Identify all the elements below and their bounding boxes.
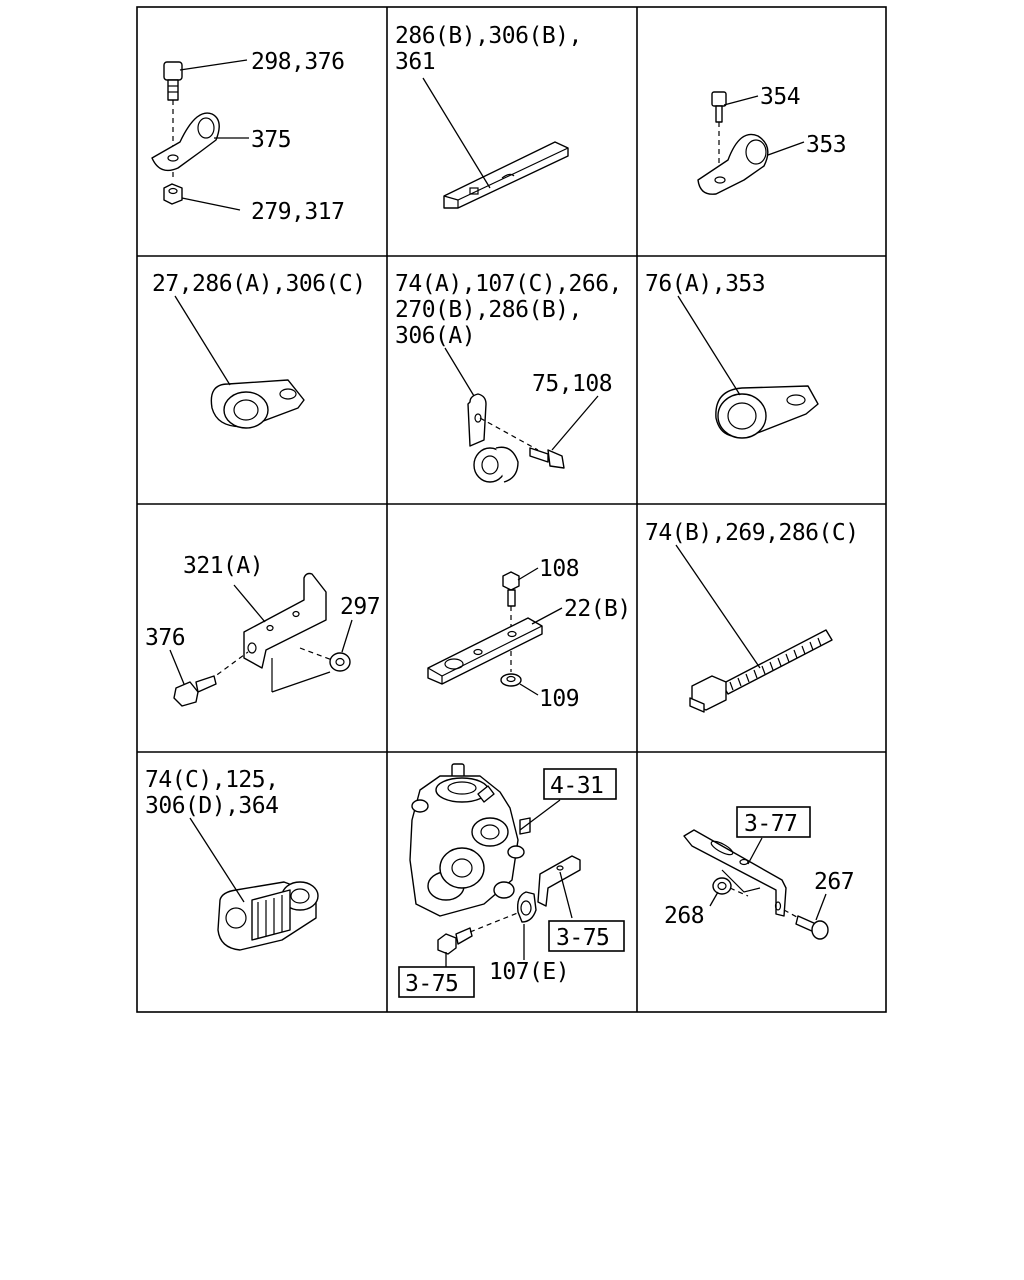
cell-r4c1: 74(C),125, 306(D),364	[145, 767, 319, 951]
flange-nut-part	[712, 877, 732, 895]
callout-label: 375	[251, 127, 291, 153]
small-bolt-part	[711, 91, 727, 123]
cell-r2c3: 76(A),353	[645, 271, 819, 439]
callout-label: 321(A)	[183, 553, 263, 579]
cell-r4c3: 3-77 268 267	[664, 806, 855, 940]
callout-label: 75,108	[532, 371, 612, 397]
callout-label: 297	[340, 594, 380, 620]
callout-label: 74(C),125,	[145, 767, 278, 793]
callout-label: 108	[539, 556, 579, 582]
cell-r2c1: 27,286(A),306(C)	[152, 271, 366, 429]
injection-pump-assembly	[409, 763, 531, 917]
callout-label: 286(B),306(B),	[395, 23, 582, 49]
cushion-clamp-part	[217, 881, 319, 951]
flange-bolt-part	[173, 675, 217, 707]
reference-box[interactable]	[398, 966, 475, 998]
reference-label[interactable]: 3-77	[744, 811, 798, 837]
callout-label: 27,286(A),306(C)	[152, 271, 366, 297]
cable-tie-part	[689, 629, 833, 713]
callout-label: 306(D),364	[145, 793, 278, 819]
cell-r3c1: 321(A) 297 376	[145, 553, 381, 707]
cell-r4c2: 4-31 3-75 3-75 107(E)	[398, 763, 625, 998]
cell-r1c3: 354 353	[697, 84, 847, 195]
pump-bracket-part	[537, 855, 581, 907]
callout-label: 107(E)	[489, 959, 569, 985]
callout-label: 267	[814, 869, 854, 895]
cell-r3c2: 108 22(B) 109	[427, 556, 631, 712]
cell-r2c2: 74(A),107(C),266, 270(B),286(B), 306(A) …	[395, 271, 622, 483]
bolt-part	[795, 915, 829, 940]
p-clamp-part	[697, 133, 769, 195]
callout-label: 268	[664, 903, 704, 929]
long-bracket-part	[683, 829, 787, 917]
bracket-clamp-part	[467, 393, 519, 483]
callout-label: 76(A),353	[645, 271, 765, 297]
callout-label: 353	[806, 132, 846, 158]
small-bolt-part	[502, 571, 520, 607]
rubber-clamp-part	[210, 379, 305, 429]
grid-frame	[136, 6, 887, 1013]
flange-bolt-part	[437, 927, 473, 955]
nut-part	[163, 183, 183, 205]
callout-label: 376	[145, 625, 185, 651]
reference-label[interactable]: 3-75	[405, 971, 459, 997]
pipe-clip-part	[516, 891, 537, 923]
band-clip-part	[443, 141, 569, 209]
callout-label: 109	[539, 686, 579, 712]
callout-label: 354	[760, 84, 800, 110]
callout-label: 74(B),269,286(C)	[645, 520, 859, 546]
flange-nut-part	[500, 673, 522, 687]
reference-box[interactable]	[543, 768, 617, 800]
bolt-part	[163, 61, 183, 101]
p-clamp-part	[715, 385, 819, 439]
callout-label: 74(A),107(C),266,	[395, 271, 622, 297]
callout-label: 22(B)	[564, 596, 631, 622]
cell-r3c3: 74(B),269,286(C)	[645, 520, 859, 713]
flat-plate-part	[427, 617, 543, 685]
callout-label: 270(B),286(B),	[395, 297, 582, 323]
p-clamp-part	[151, 112, 220, 172]
cell-r1c2: 286(B),306(B), 361	[395, 23, 582, 209]
reference-label[interactable]: 4-31	[550, 773, 604, 799]
reference-label[interactable]: 3-75	[556, 925, 610, 951]
reference-box[interactable]	[736, 806, 811, 838]
small-bolt-part	[529, 447, 565, 469]
l-bracket-part	[243, 572, 327, 669]
callout-label: 279,317	[251, 199, 344, 225]
reference-box[interactable]	[548, 920, 625, 952]
callout-label: 306(A)	[395, 323, 475, 349]
flange-nut-part	[329, 652, 351, 672]
callout-label: 298,376	[251, 49, 344, 75]
callout-label: 361	[395, 49, 435, 75]
cell-r1c1: 298,376 375 279,317	[151, 49, 345, 225]
